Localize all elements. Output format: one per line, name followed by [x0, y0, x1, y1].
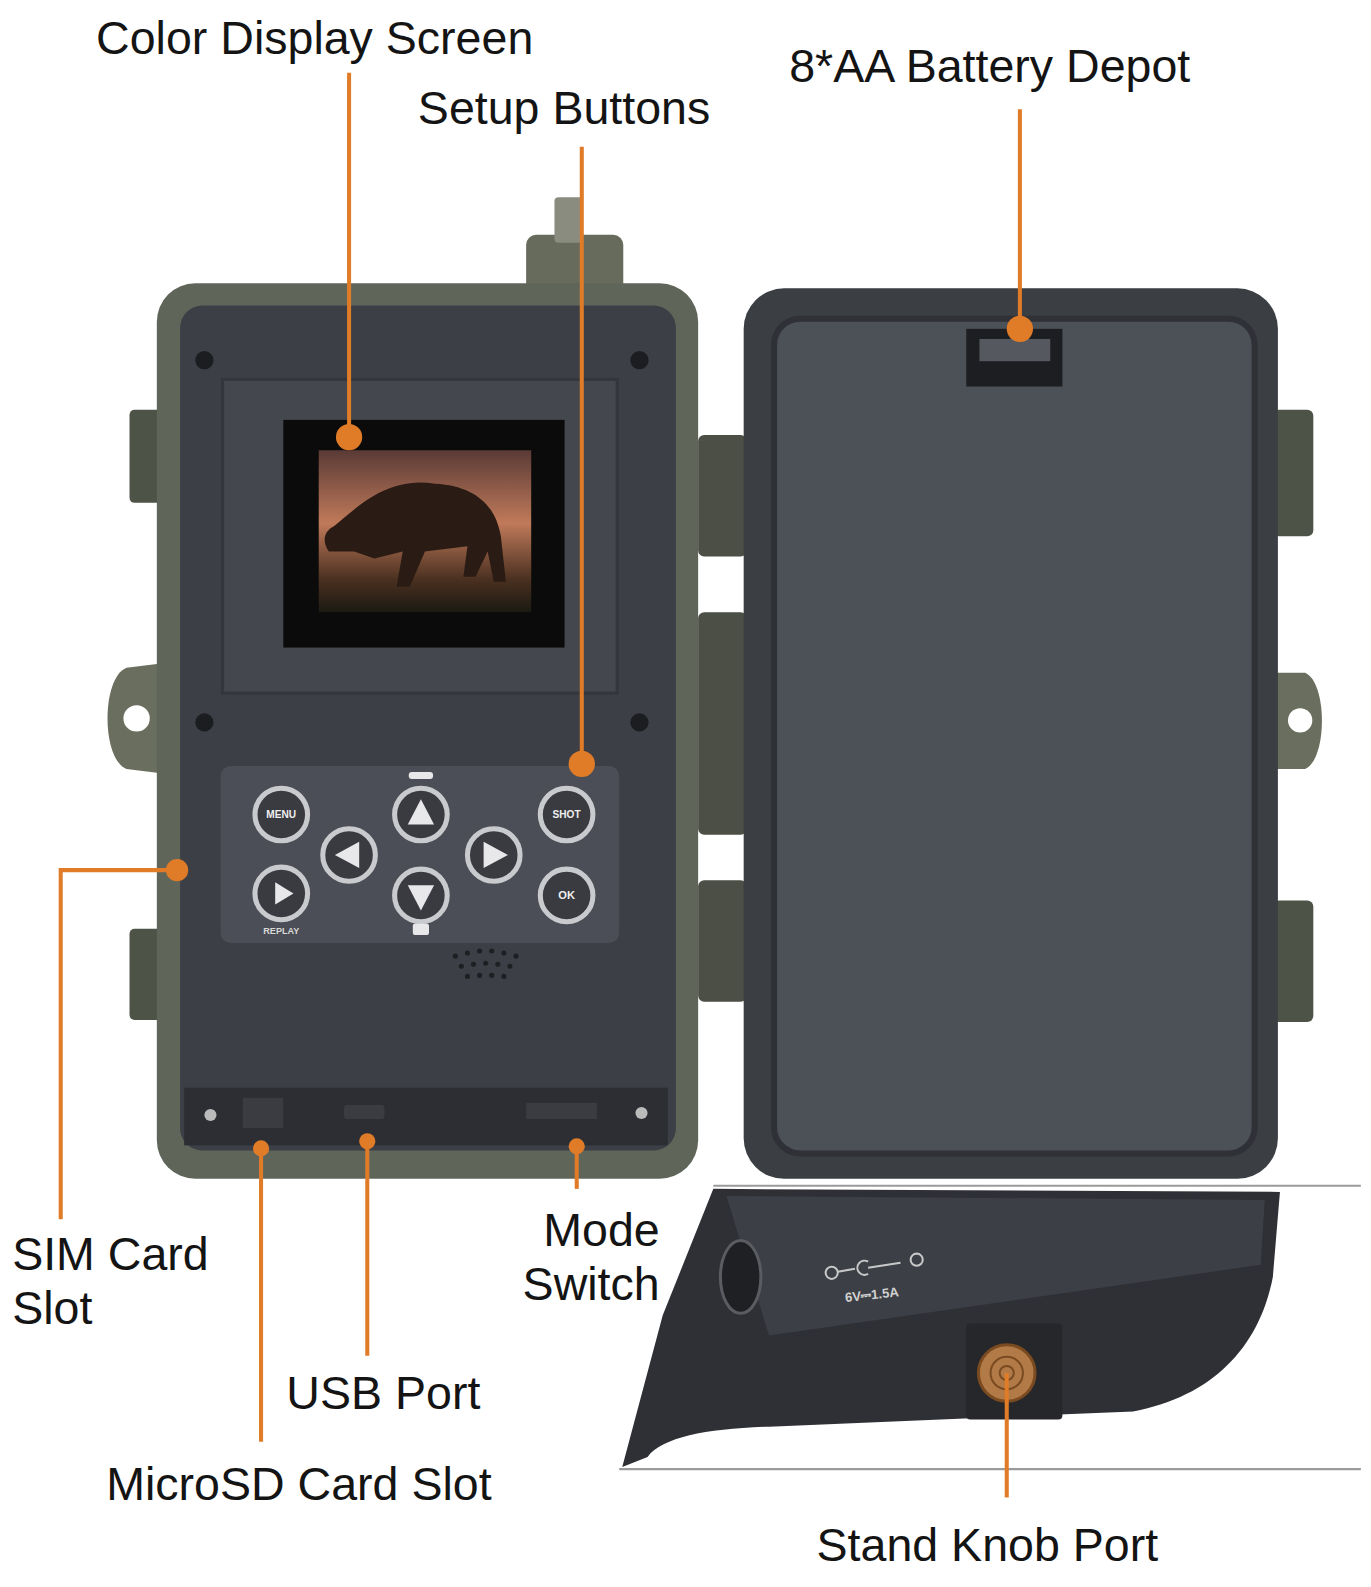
callout-label: 8*AA Battery Depot — [789, 38, 1190, 93]
antenna — [554, 197, 582, 243]
callout-label: USB Port — [286, 1366, 480, 1421]
battery-compartment — [774, 319, 1255, 1154]
screen-image — [319, 450, 531, 612]
callout-label: Stand Knob Port — [817, 1518, 1159, 1573]
power-jack — [720, 1240, 760, 1313]
rating-label: 6V⎓1.5A — [845, 1285, 900, 1306]
button-label: SHOT — [553, 809, 581, 821]
screen-bezel — [223, 379, 618, 693]
display-screen — [283, 420, 564, 648]
button-label: MENU — [266, 809, 296, 821]
camera-bottom-view — [622, 1189, 1280, 1467]
callout-label: Setup Buttons — [418, 81, 710, 136]
callout-label: Color Display Screen — [96, 10, 533, 65]
button-label: OK — [558, 889, 575, 902]
rhino-silhouette — [325, 482, 506, 586]
leader-lines — [61, 73, 1020, 1498]
knob-mount — [966, 1323, 1062, 1419]
callout-label: MicroSD Card Slot — [106, 1457, 491, 1512]
button-panel — [221, 766, 620, 943]
inner-panel — [180, 306, 676, 1151]
camera-body — [157, 283, 698, 1178]
callout-label: Mode Switch — [496, 1202, 660, 1312]
button-label: REPLAY — [263, 925, 299, 936]
leader-dots — [166, 316, 1033, 1157]
port-strip — [184, 1088, 668, 1146]
mount-hole — [123, 705, 149, 731]
callout-label: SIM Card Slot — [12, 1226, 247, 1336]
battery-lid — [744, 288, 1278, 1178]
